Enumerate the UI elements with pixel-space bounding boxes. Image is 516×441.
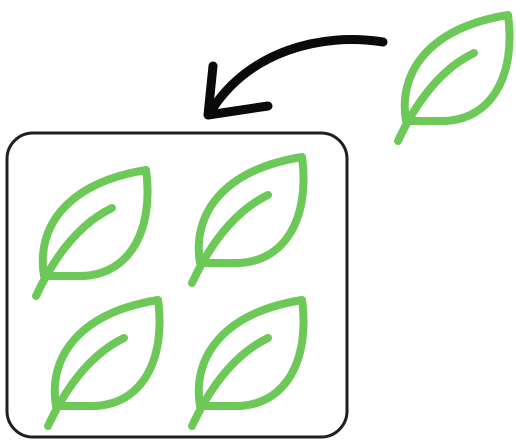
container-box [5,131,349,439]
contained-leaf-icon-2 [192,157,304,283]
contained-leaf-icon-3 [48,300,160,426]
curved-arrow-icon [203,35,388,120]
loose-leaf-icon [398,15,510,141]
contained-leaf-icon-4 [192,300,304,426]
contained-leaf-icon-1 [36,170,148,296]
